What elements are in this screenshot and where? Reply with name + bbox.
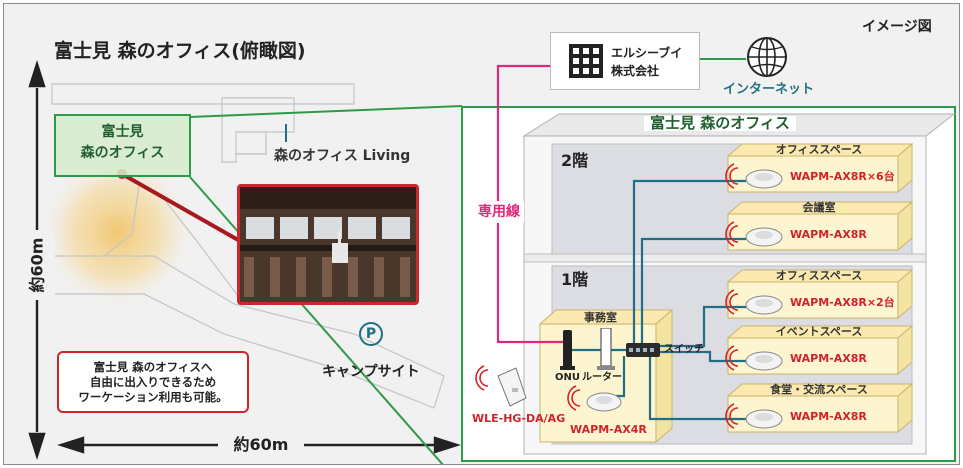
- extender-device: [475, 365, 527, 407]
- height-arrow-bottom: [28, 432, 46, 460]
- room-device-4: WAPM-AX8R: [790, 352, 867, 365]
- access-points: [475, 163, 783, 429]
- link-office-space-2f: [632, 179, 746, 344]
- internet-label: インターネット: [723, 82, 815, 97]
- dedicated-line-label: 専用線: [478, 204, 520, 220]
- link-meeting-room: [640, 237, 746, 344]
- access-note: 富士見 森のオフィスへ 自由に出入りできるため ワーケーション利用も可能。: [57, 351, 249, 413]
- page-title: 富士見 森のオフィス(俯瞰図): [54, 40, 306, 62]
- office-photo: [237, 184, 419, 305]
- width-arrow-left: [57, 436, 85, 454]
- company-name-1: エルシーブイ: [611, 46, 683, 60]
- camp-site-label: キャンプサイト: [322, 364, 420, 380]
- zoom-line-bottom: [189, 176, 444, 464]
- office-ap-label: WAPM-AX4R: [570, 423, 647, 436]
- floor2-label: 2階: [561, 151, 589, 170]
- diagram-frame: 富士見 森のオフィス(俯瞰図) イメージ図: [3, 3, 960, 465]
- parking-symbol: P: [365, 326, 377, 342]
- height-arrow-top: [28, 60, 46, 88]
- onu-stand: [560, 366, 575, 370]
- onu-device: [563, 330, 572, 368]
- globe-icon: [747, 37, 787, 77]
- living-building-inner: [235, 131, 267, 155]
- access-point-3: [725, 289, 783, 315]
- path-outline: [52, 255, 445, 409]
- office-photo-illustration: [240, 187, 416, 302]
- switch-icon: [626, 343, 660, 357]
- extender-label: WLE-HG-DA/AG: [472, 412, 566, 425]
- room-name-2: 会議室: [802, 201, 836, 214]
- room-name-5: 食堂・交流スペース: [770, 383, 868, 396]
- link-office-ap: [616, 356, 626, 398]
- floor1-label: 1階: [561, 270, 589, 289]
- room-device-1: WAPM-AX8R×6台: [790, 170, 895, 183]
- onu-label: ONU: [555, 372, 580, 383]
- router-icon: [597, 328, 615, 370]
- room-boxes: [726, 142, 914, 434]
- width-arrow-right: [433, 436, 461, 454]
- access-note-line-3: ワーケーション利用も可能。: [78, 390, 228, 404]
- living-label: 森のオフィス Living: [274, 148, 411, 164]
- access-point-2: [725, 221, 783, 247]
- access-point-4: [725, 345, 783, 371]
- room-device-3: WAPM-AX8R×2台: [790, 296, 895, 309]
- company-name-2: 株式会社: [611, 64, 660, 78]
- height-label-box: 約60m: [19, 230, 55, 300]
- width-label-box: [218, 434, 304, 458]
- access-point-5: [725, 403, 783, 429]
- building-icon: [569, 44, 603, 78]
- room-device-2: WAPM-AX8R: [790, 228, 867, 241]
- office-location-label-1: 富士見: [101, 124, 144, 140]
- room-name-4: イベントスペース: [775, 325, 863, 338]
- office-room-label: 事務室: [584, 311, 617, 324]
- zoom-line-top: [189, 105, 463, 118]
- access-note-line-2: 自由に出入りできるため: [89, 375, 217, 389]
- link-event-space: [660, 350, 746, 363]
- road-outline: [51, 83, 355, 105]
- image-label: イメージ図: [862, 19, 932, 35]
- access-point-1: [725, 163, 783, 189]
- office-access-point: [567, 385, 622, 412]
- room-name-1: オフィススペース: [775, 143, 863, 156]
- link-office-space-1f: [658, 305, 746, 348]
- photo-pointer: [121, 172, 255, 251]
- access-note-line-1: 富士見 森のオフィスへ: [93, 360, 213, 374]
- office-location-box: [54, 114, 191, 177]
- link-dining-space: [648, 356, 746, 421]
- parking-icon: P: [359, 322, 383, 346]
- building-title: 富士見 森のオフィス: [644, 116, 796, 131]
- office-location-label-2: 森のオフィス: [80, 145, 165, 161]
- switch-label: スイッチ: [664, 344, 704, 355]
- router-label: ルーター: [582, 372, 622, 383]
- room-device-5: WAPM-AX8R: [790, 410, 867, 423]
- floor-slab: [523, 253, 927, 263]
- width-label: 約60m: [233, 435, 289, 454]
- path-branch-2: [163, 198, 245, 305]
- dedicated-line-label-box: [474, 201, 524, 223]
- room-name-3: オフィススペース: [775, 269, 863, 282]
- path-branch: [103, 185, 140, 257]
